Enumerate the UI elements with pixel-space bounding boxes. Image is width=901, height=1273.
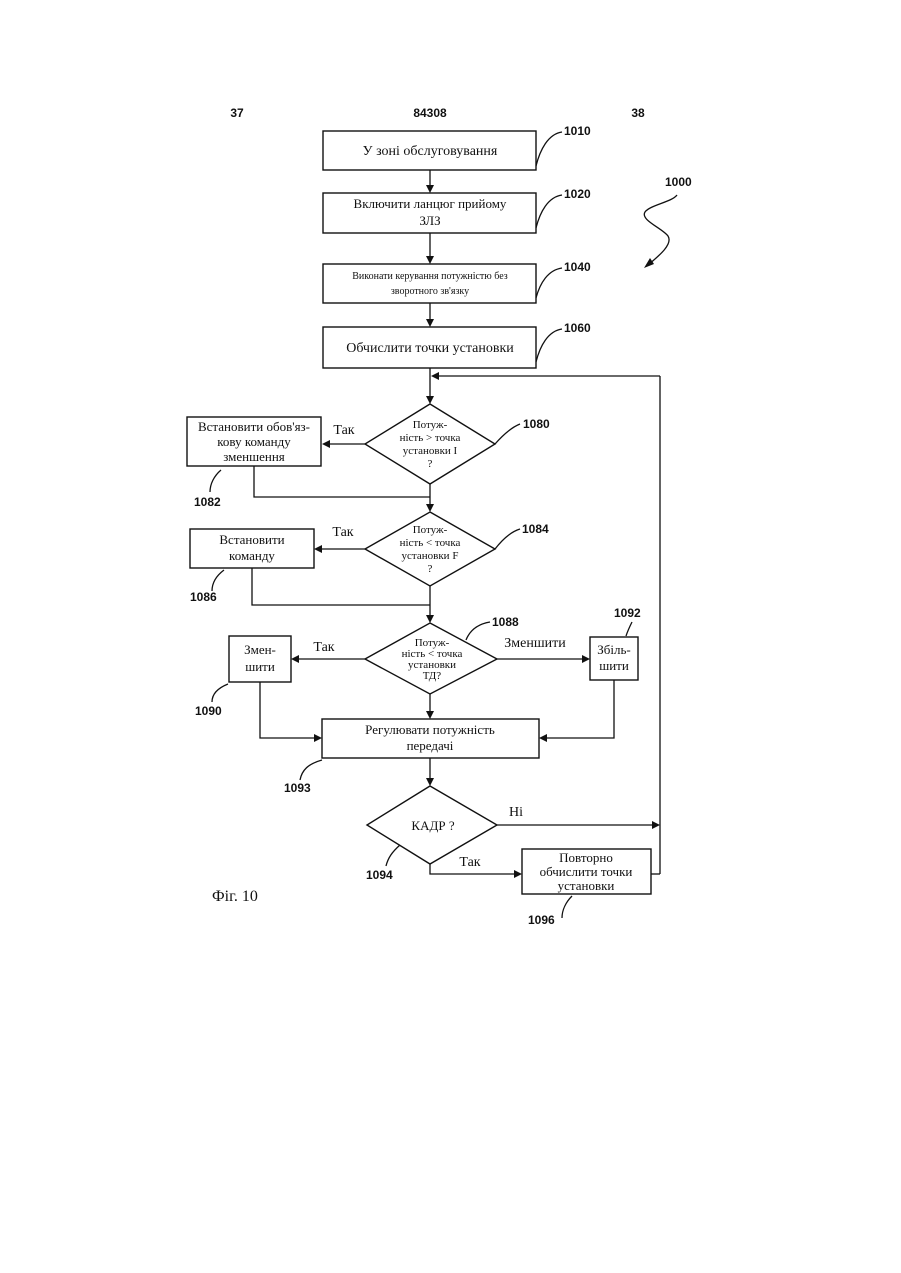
step-text-1096-line2: обчислити точки	[540, 864, 633, 879]
figure-caption: Фіг. 10	[212, 888, 258, 905]
decision-text-1084-line2: ність < точка	[400, 537, 461, 549]
decision-text-1094: КАДР ?	[411, 818, 454, 833]
step-text-1010: У зоні обслуговування	[363, 144, 498, 159]
adjust-line-from-1090	[260, 682, 315, 738]
ref-label-1096: 1096	[528, 913, 555, 927]
ref-leader-1084	[495, 529, 520, 549]
ref-leader-1090	[212, 684, 228, 702]
figure-ref-label: 1000	[665, 175, 692, 189]
arrowhead-1094	[426, 778, 434, 786]
adjust-arrowhead-left	[314, 734, 322, 742]
arrowhead-1040	[426, 256, 434, 264]
ref-label-1040: 1040	[564, 260, 591, 274]
step-text-1060: Обчислити точки установки	[346, 341, 514, 356]
ref-leader-1060	[536, 329, 562, 362]
ref-leader-1082	[210, 470, 221, 492]
step-text-1093-line2: передачі	[407, 738, 454, 753]
arrowhead-1060	[426, 319, 434, 327]
ref-label-1093: 1093	[284, 781, 311, 795]
arrowhead-1020	[426, 185, 434, 193]
ref-label-1084: 1084	[522, 522, 549, 536]
yes-arrowhead-1084	[314, 545, 322, 553]
decision-text-1088-line4: ТД?	[423, 670, 442, 682]
ref-label-1092: 1092	[614, 606, 641, 620]
adjust-arrowhead-right	[539, 734, 547, 742]
edge-label-yes-1080: Так	[333, 423, 354, 438]
step-text-1082-line2: кову команду	[217, 434, 291, 449]
step-text-1082-line3: зменшення	[223, 449, 285, 464]
arrowhead-1088	[426, 615, 434, 623]
step-text-1040-line1: Виконати керування потужністю без	[352, 271, 508, 282]
decision-diamond-1080	[365, 404, 495, 484]
decision-text-1080-line2: ність > точка	[400, 432, 461, 444]
step-text-1040-line2: зворотного зв'язку	[391, 286, 469, 297]
step-text-1020-line1: Включити ланцюг прийому	[354, 196, 507, 211]
step-text-1082-line1: Встановити обов'яз-	[198, 419, 310, 434]
ref-leader-1086	[212, 570, 224, 591]
step-text-1096-line3: установки	[558, 878, 615, 893]
ref-leader-1092	[626, 622, 632, 636]
edge-label-yes-1088: Так	[313, 640, 334, 655]
decision-text-1080-line4: ?	[428, 458, 433, 470]
ref-leader-1093	[300, 760, 322, 780]
ref-label-1080: 1080	[523, 417, 550, 431]
step-text-1020-line2: ЗЛЗ	[419, 213, 440, 228]
loopback-arrowhead	[431, 372, 439, 380]
ref-label-1088: 1088	[492, 615, 519, 629]
return-line-1082	[254, 466, 430, 497]
adjust-line-from-1092	[546, 680, 614, 738]
step-text-1096-line1: Повторно	[559, 850, 613, 865]
ref-leader-1010	[536, 132, 562, 166]
step-text-1092-line1: Збіль-	[597, 642, 630, 657]
decision-text-1084-line1: Потуж-	[413, 524, 448, 536]
ref-label-1082: 1082	[194, 495, 221, 509]
arrowhead-1084	[426, 504, 434, 512]
step-text-1092-line2: шити	[599, 658, 629, 673]
no-arrowhead-1094	[652, 821, 660, 829]
step-text-1086-line1: Встановити	[219, 532, 284, 547]
decrease-arrowhead-1088	[582, 655, 590, 663]
step-box-1040	[323, 264, 536, 303]
ref-label-1060: 1060	[564, 321, 591, 335]
ref-leader-1096	[562, 896, 572, 918]
yes-arrowhead-1080	[322, 440, 330, 448]
decision-text-1084-line4: ?	[428, 563, 433, 575]
decision-text-1080-line3: установки I	[403, 445, 458, 457]
edge-label-yes-1094: Так	[459, 855, 480, 870]
page-number-right: 38	[631, 106, 645, 120]
arrowhead-1080	[426, 396, 434, 404]
decision-text-1084-line3: установки F	[402, 550, 459, 562]
ref-leader-1094	[386, 845, 400, 866]
return-line-1086	[252, 568, 430, 605]
edge-label-yes-1084: Так	[332, 525, 353, 540]
step-text-1086-line2: команду	[229, 548, 275, 563]
ref-leader-1020	[536, 195, 562, 228]
step-text-1090-line2: шити	[245, 659, 275, 674]
ref-leader-1080	[495, 424, 520, 444]
figure-ref-squiggle	[644, 195, 677, 265]
ref-label-1010: 1010	[564, 124, 591, 138]
step-text-1090-line1: Змен-	[244, 642, 276, 657]
step-text-1093-line1: Регулювати потужність	[365, 722, 495, 737]
figure-ref-arrowhead	[644, 258, 654, 268]
yes-arrowhead-1094	[514, 870, 522, 878]
arrowhead-1093	[426, 711, 434, 719]
ref-leader-1040	[536, 268, 562, 298]
yes-arrowhead-1088	[291, 655, 299, 663]
edge-label-no-1094: Ні	[509, 805, 523, 820]
ref-label-1094: 1094	[366, 868, 393, 882]
document-number: 84308	[413, 106, 447, 120]
ref-label-1086: 1086	[190, 590, 217, 604]
ref-label-1020: 1020	[564, 187, 591, 201]
decision-text-1080-line1: Потуж-	[413, 419, 448, 431]
ref-leader-1088	[466, 622, 490, 640]
edge-label-decrease-1088: Зменшити	[504, 636, 566, 651]
ref-label-1090: 1090	[195, 704, 222, 718]
page-number-left: 37	[230, 106, 244, 120]
